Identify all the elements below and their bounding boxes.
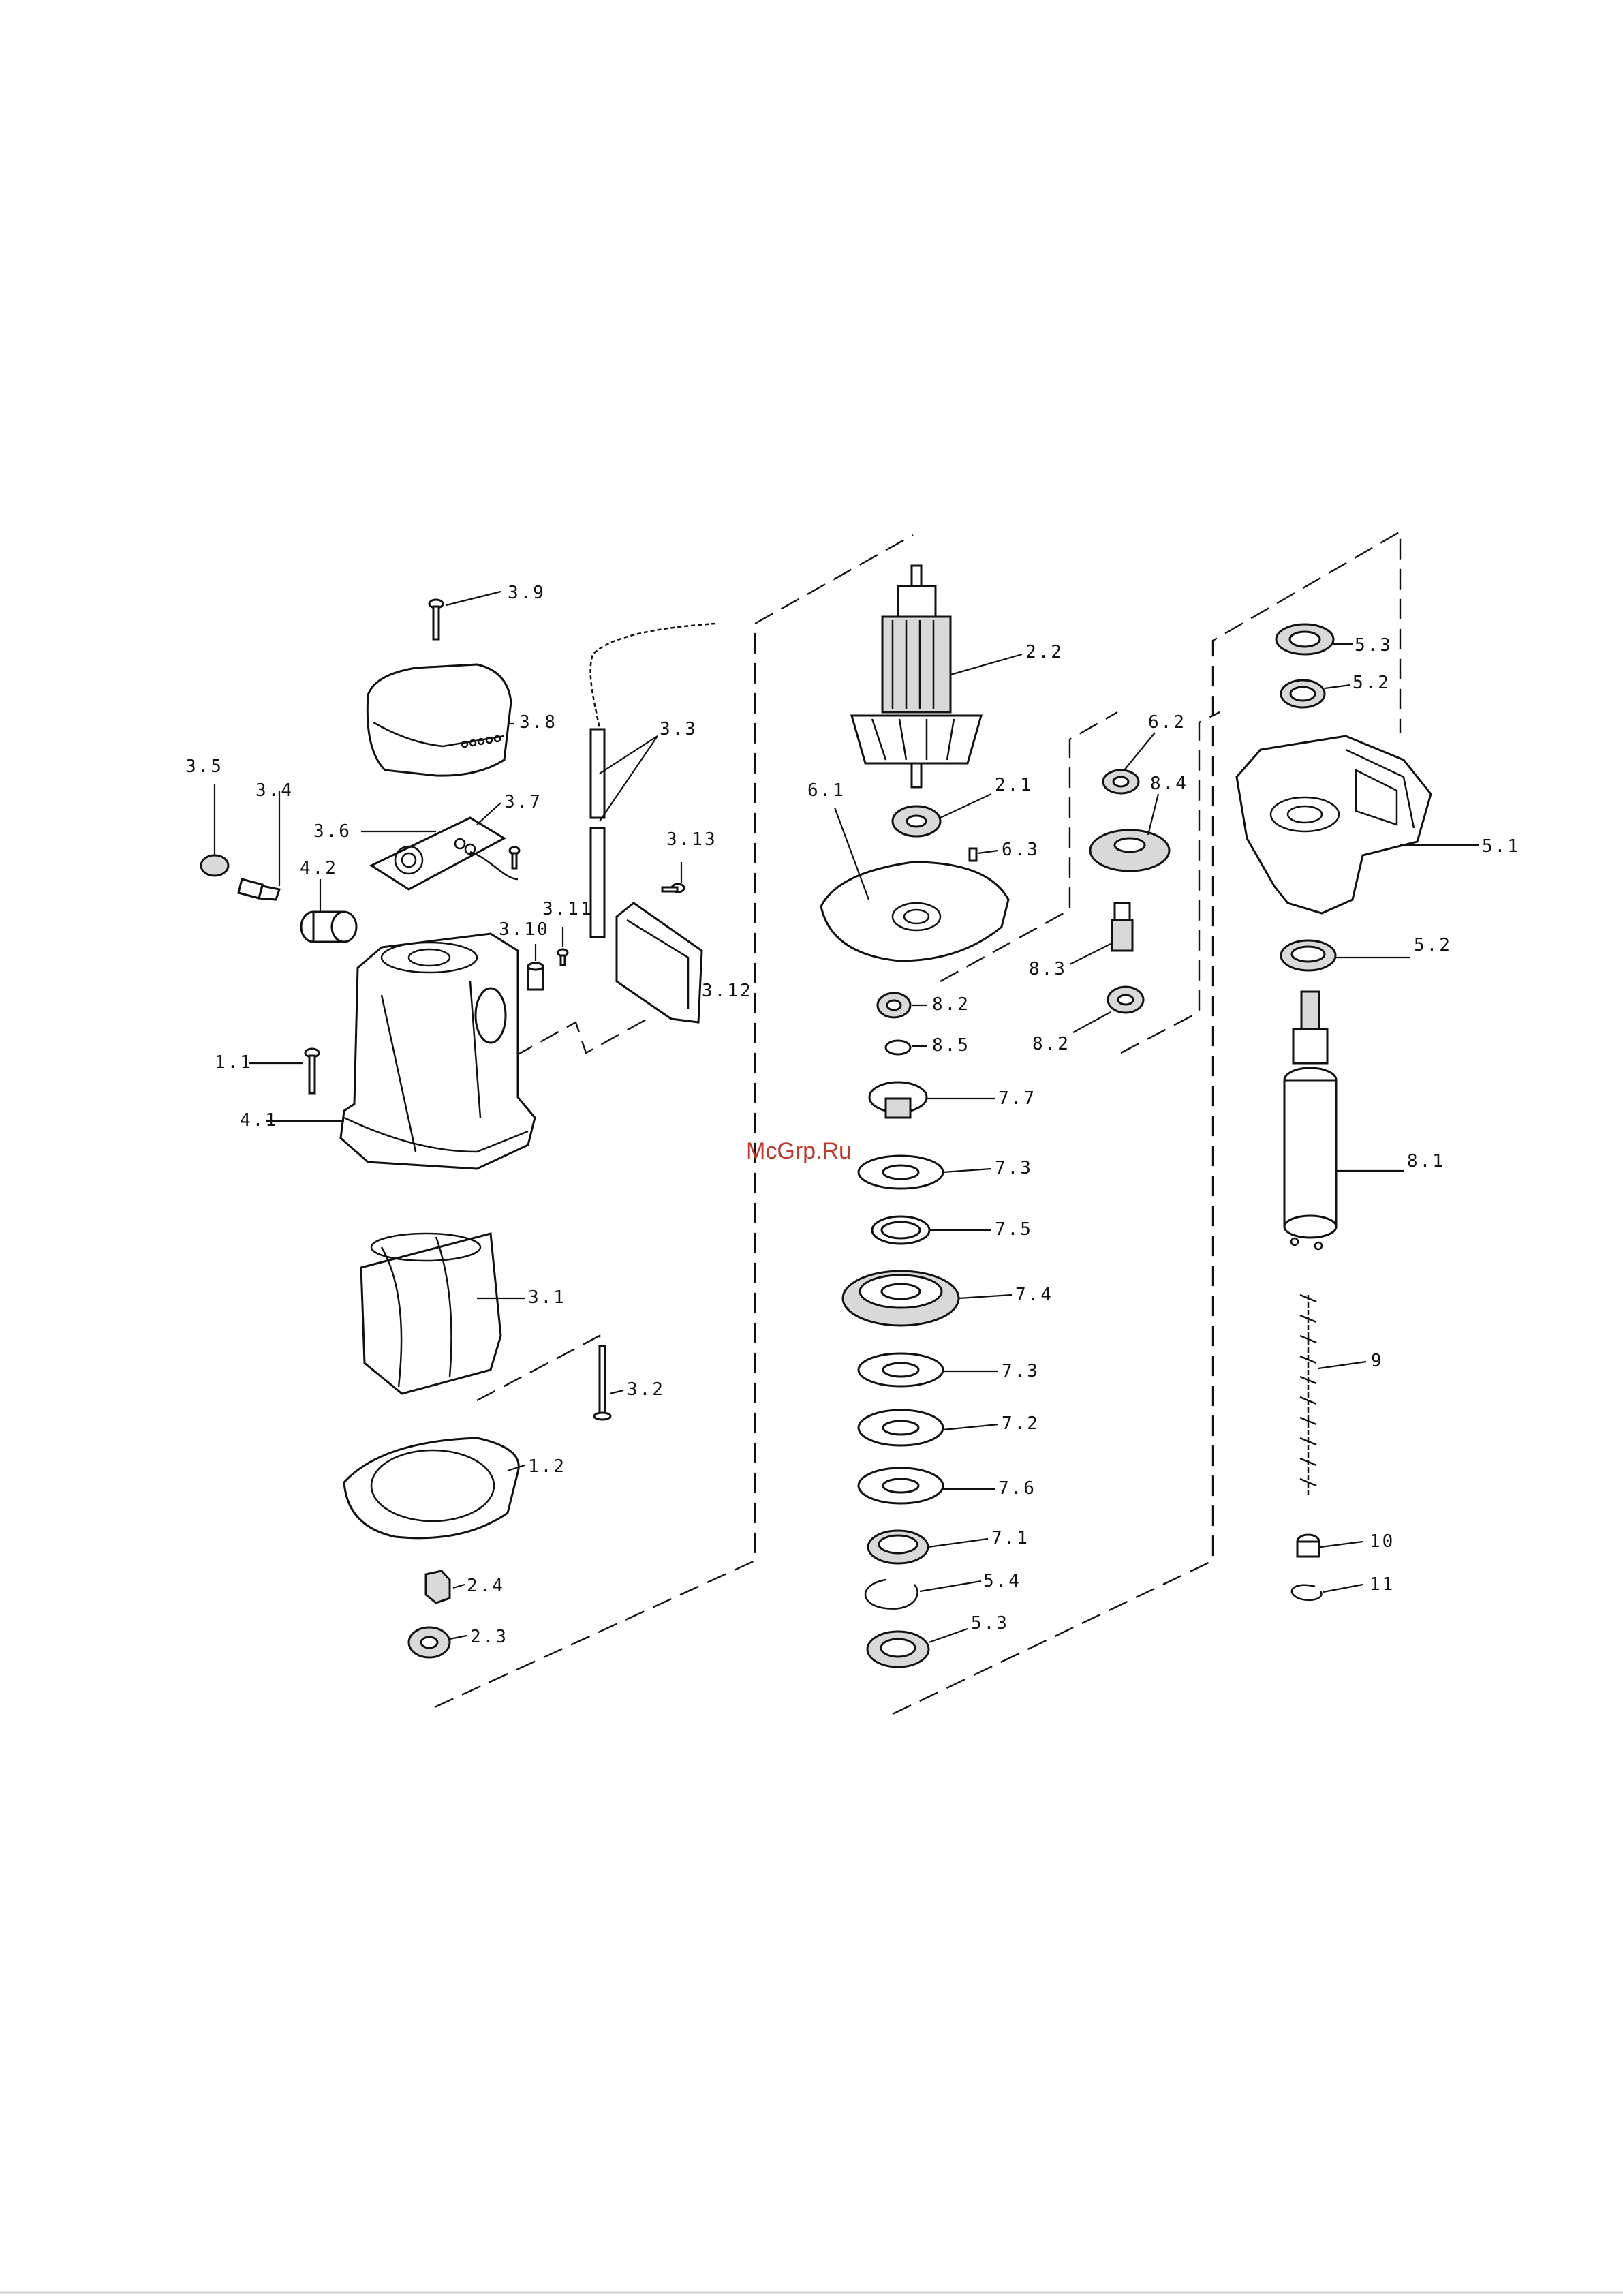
callout-5-1: 5.1 [1482, 836, 1520, 857]
callout-5-4: 5.4 [983, 1571, 1021, 1591]
part-1-2-end-plate [344, 1438, 519, 1538]
callout-6-1: 6.1 [807, 780, 846, 801]
part-7-2-washer [859, 1410, 943, 1445]
callout-11: 11 [1370, 1574, 1395, 1595]
callout-3-11: 3.11 [542, 899, 593, 919]
callout-7-7: 7.7 [998, 1088, 1036, 1109]
part-7-7-clutch-hub [869, 1082, 927, 1118]
part-1-1-screw [305, 1049, 319, 1093]
callout-7-5: 7.5 [995, 1219, 1033, 1240]
part-11-circlip [1292, 1585, 1322, 1600]
part-2-3-bearing [409, 1627, 450, 1657]
part-3-6-switch-board [371, 818, 518, 889]
part-6-2-bearing [1103, 770, 1139, 793]
part-8-4-gear [1090, 830, 1169, 871]
part-5-3-bearing-right [1276, 624, 1333, 654]
part-3-13-screw [662, 884, 684, 892]
callout-8-2-right: 8.2 [1032, 1034, 1070, 1054]
part-5-3-bearing-center [867, 1632, 929, 1667]
callout-3-9: 3.9 [508, 583, 546, 603]
part-7-1-nut [868, 1531, 928, 1563]
part-3-4-brush [238, 879, 279, 900]
callout-8-5: 8.5 [932, 1035, 970, 1056]
part-3-12-cover-plate [617, 903, 702, 1022]
callout-5-3-right: 5.3 [1355, 635, 1393, 656]
part-8-2-bearing-center [878, 993, 910, 1017]
callout-3-7: 3.7 [504, 792, 542, 812]
callout-3-13: 3.13 [666, 829, 717, 850]
part-5-1-gear-housing [1237, 736, 1431, 913]
part-3-7-screw [510, 847, 519, 868]
callout-7-2: 7.2 [1002, 1413, 1040, 1434]
part-6-1-flange-plate [821, 862, 1008, 961]
part-7-3-washer-b [859, 1353, 943, 1386]
part-7-3-washer-a [859, 1156, 943, 1189]
part-9-spring [1300, 1295, 1316, 1496]
callout-7-3-b: 7.3 [1002, 1361, 1040, 1381]
part-8-1-spindle [1284, 992, 1336, 1249]
callout-8-3: 8.3 [1029, 959, 1067, 979]
part-5-2-seal-top [1281, 680, 1325, 707]
callout-2-4: 2.4 [467, 1576, 505, 1596]
callout-3-8: 3.8 [519, 712, 557, 733]
callout-7-6: 7.6 [998, 1478, 1036, 1499]
callout-9: 9 [1371, 1351, 1384, 1371]
part-3-3-cable [591, 624, 715, 937]
part-3-10-insulator [528, 963, 543, 990]
callout-5-2-top: 5.2 [1352, 673, 1391, 693]
callout-7-4: 7.4 [1015, 1285, 1053, 1305]
watermark: McGrp.Ru [746, 1138, 852, 1164]
part-3-8-cap [367, 664, 511, 776]
callout-3-1: 3.1 [528, 1287, 566, 1308]
callout-3-10: 3.10 [499, 919, 550, 940]
part-3-1-stator [361, 1234, 501, 1394]
callout-3-6: 3.6 [313, 821, 352, 842]
callout-7-1: 7.1 [991, 1528, 1030, 1548]
callout-2-1: 2.1 [995, 775, 1033, 795]
callout-5-3-center: 5.3 [971, 1613, 1009, 1634]
part-5-4-circlip [865, 1580, 918, 1609]
callout-2-2: 2.2 [1025, 642, 1064, 662]
part-7-4-gear [843, 1271, 959, 1326]
callout-4-1: 4.1 [240, 1110, 278, 1131]
part-2-4-nut [426, 1571, 450, 1603]
callout-4-2: 4.2 [300, 858, 338, 878]
part-2-1-bearing [893, 806, 940, 836]
part-4-1-motor-housing [341, 934, 535, 1169]
callout-3-5: 3.5 [185, 756, 223, 777]
part-7-5-ring [872, 1216, 929, 1244]
callout-8-1: 8.1 [1407, 1151, 1445, 1172]
part-5-2-seal-bottom [1281, 940, 1335, 970]
callout-8-2-center: 8.2 [932, 994, 970, 1015]
part-4-2-brush-holder [301, 912, 356, 942]
callout-5-2-bottom: 5.2 [1414, 935, 1452, 955]
callout-3-12: 3.12 [702, 981, 753, 1001]
callout-3-4: 3.4 [256, 780, 294, 801]
callout-1-2: 1.2 [528, 1456, 566, 1477]
part-8-2-bearing-right [1108, 987, 1143, 1013]
callout-7-3-a: 7.3 [995, 1158, 1033, 1178]
callout-6-3: 6.3 [1002, 840, 1040, 860]
callout-3-3: 3.3 [660, 719, 698, 739]
part-7-6-washer [859, 1468, 943, 1503]
callout-6-2: 6.2 [1148, 712, 1186, 733]
callout-3-2: 3.2 [627, 1379, 665, 1400]
part-3-9-screw [429, 600, 443, 639]
part-10-stop [1297, 1535, 1319, 1557]
callout-2-3: 2.3 [470, 1627, 508, 1647]
part-2-2-armature [852, 566, 981, 787]
callout-1-1: 1.1 [215, 1052, 253, 1073]
callout-8-4: 8.4 [1150, 774, 1188, 794]
part-3-2-screw [594, 1346, 610, 1420]
part-3-11-screw [558, 949, 568, 965]
part-8-3-pinion-shaft [1112, 903, 1132, 951]
part-6-3-pin [970, 848, 976, 861]
callout-10: 10 [1370, 1531, 1395, 1552]
part-8-5-ring [886, 1041, 910, 1054]
part-3-5-cap [201, 855, 228, 876]
